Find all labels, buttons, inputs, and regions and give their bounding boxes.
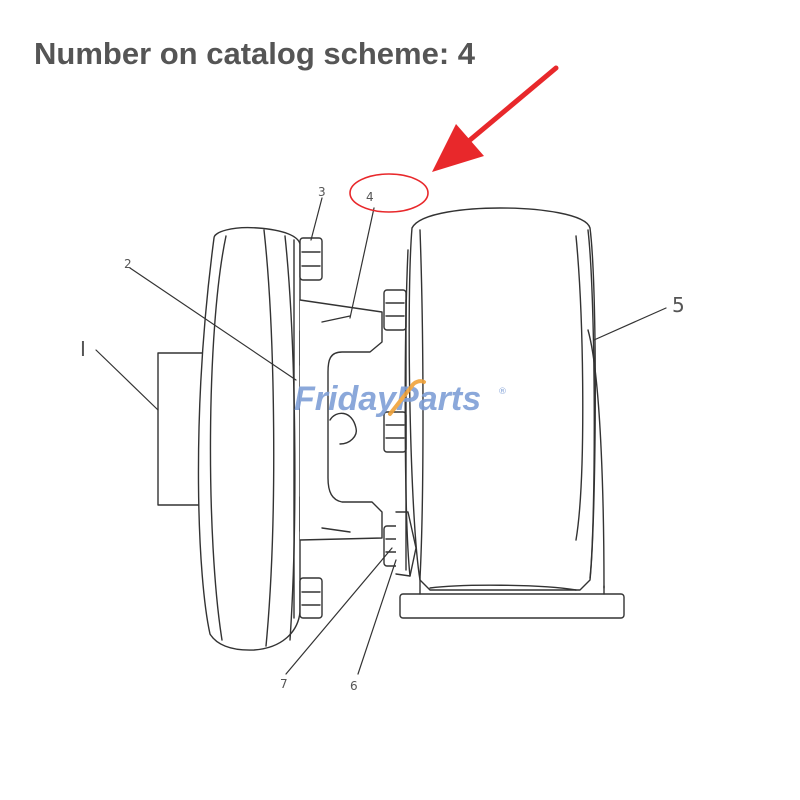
callout-1: I (80, 337, 86, 361)
highlight-ellipse (349, 173, 429, 213)
callout-5: 5 (672, 293, 685, 317)
callout-6: 6 (350, 679, 358, 693)
callout-3: 3 (318, 185, 326, 199)
pointer-arrow (432, 65, 559, 172)
watermark-registered: ® (498, 387, 507, 397)
page-title: Number on catalog scheme: 4 (34, 36, 476, 71)
callout-7: 7 (280, 677, 288, 691)
turbine-bolts (383, 289, 417, 577)
turbine-housing (399, 207, 625, 619)
center-housing (299, 299, 383, 541)
callout-2: 2 (124, 257, 132, 271)
wrench-icon (388, 379, 426, 416)
watermark-parts: Parts (396, 380, 481, 418)
compressor-housing (197, 226, 301, 651)
inlet-plate (157, 352, 205, 506)
callout-4: 4 (366, 190, 374, 204)
watermark-logo: FridayParts ® (294, 379, 507, 418)
watermark-friday: Friday (294, 380, 398, 418)
svg-text:FridayParts: FridayParts (294, 380, 481, 418)
leader-lines (95, 197, 667, 675)
